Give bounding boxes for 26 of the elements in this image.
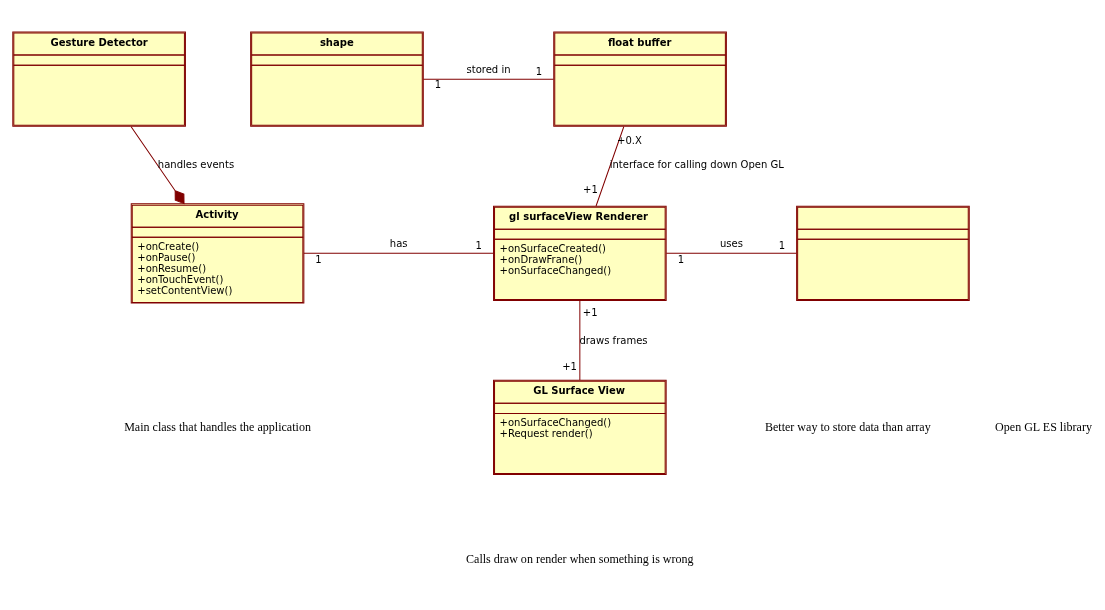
connector (130, 126, 185, 205)
edge-label: handles events (157, 158, 235, 170)
label: 1 (315, 253, 322, 265)
label: +0.X (617, 135, 642, 147)
label: Better way to store data than array (764, 419, 931, 434)
connector (579, 300, 581, 381)
label: +1 (582, 306, 598, 318)
connector (303, 252, 494, 254)
label: Main class that handles the application (124, 419, 311, 434)
edge-label: uses (719, 238, 743, 250)
edge-label: draws frames (579, 335, 648, 347)
edge-label: stored in (466, 64, 511, 76)
connector (665, 252, 797, 254)
label: 1 (778, 240, 786, 252)
edge-label: interface for calling down Open GL (609, 158, 784, 170)
label: +1 (562, 361, 577, 373)
label: 1 (677, 253, 685, 265)
label: +1 (582, 184, 598, 196)
connector (595, 126, 625, 207)
label: Open GL ES library (995, 419, 1092, 434)
label: 1 (475, 240, 482, 252)
connector (422, 78, 554, 80)
label: 1 (434, 79, 442, 91)
label: Calls draw on render when something is wrong (466, 552, 694, 567)
edge-label: has (389, 238, 408, 250)
label: 1 (535, 65, 543, 77)
